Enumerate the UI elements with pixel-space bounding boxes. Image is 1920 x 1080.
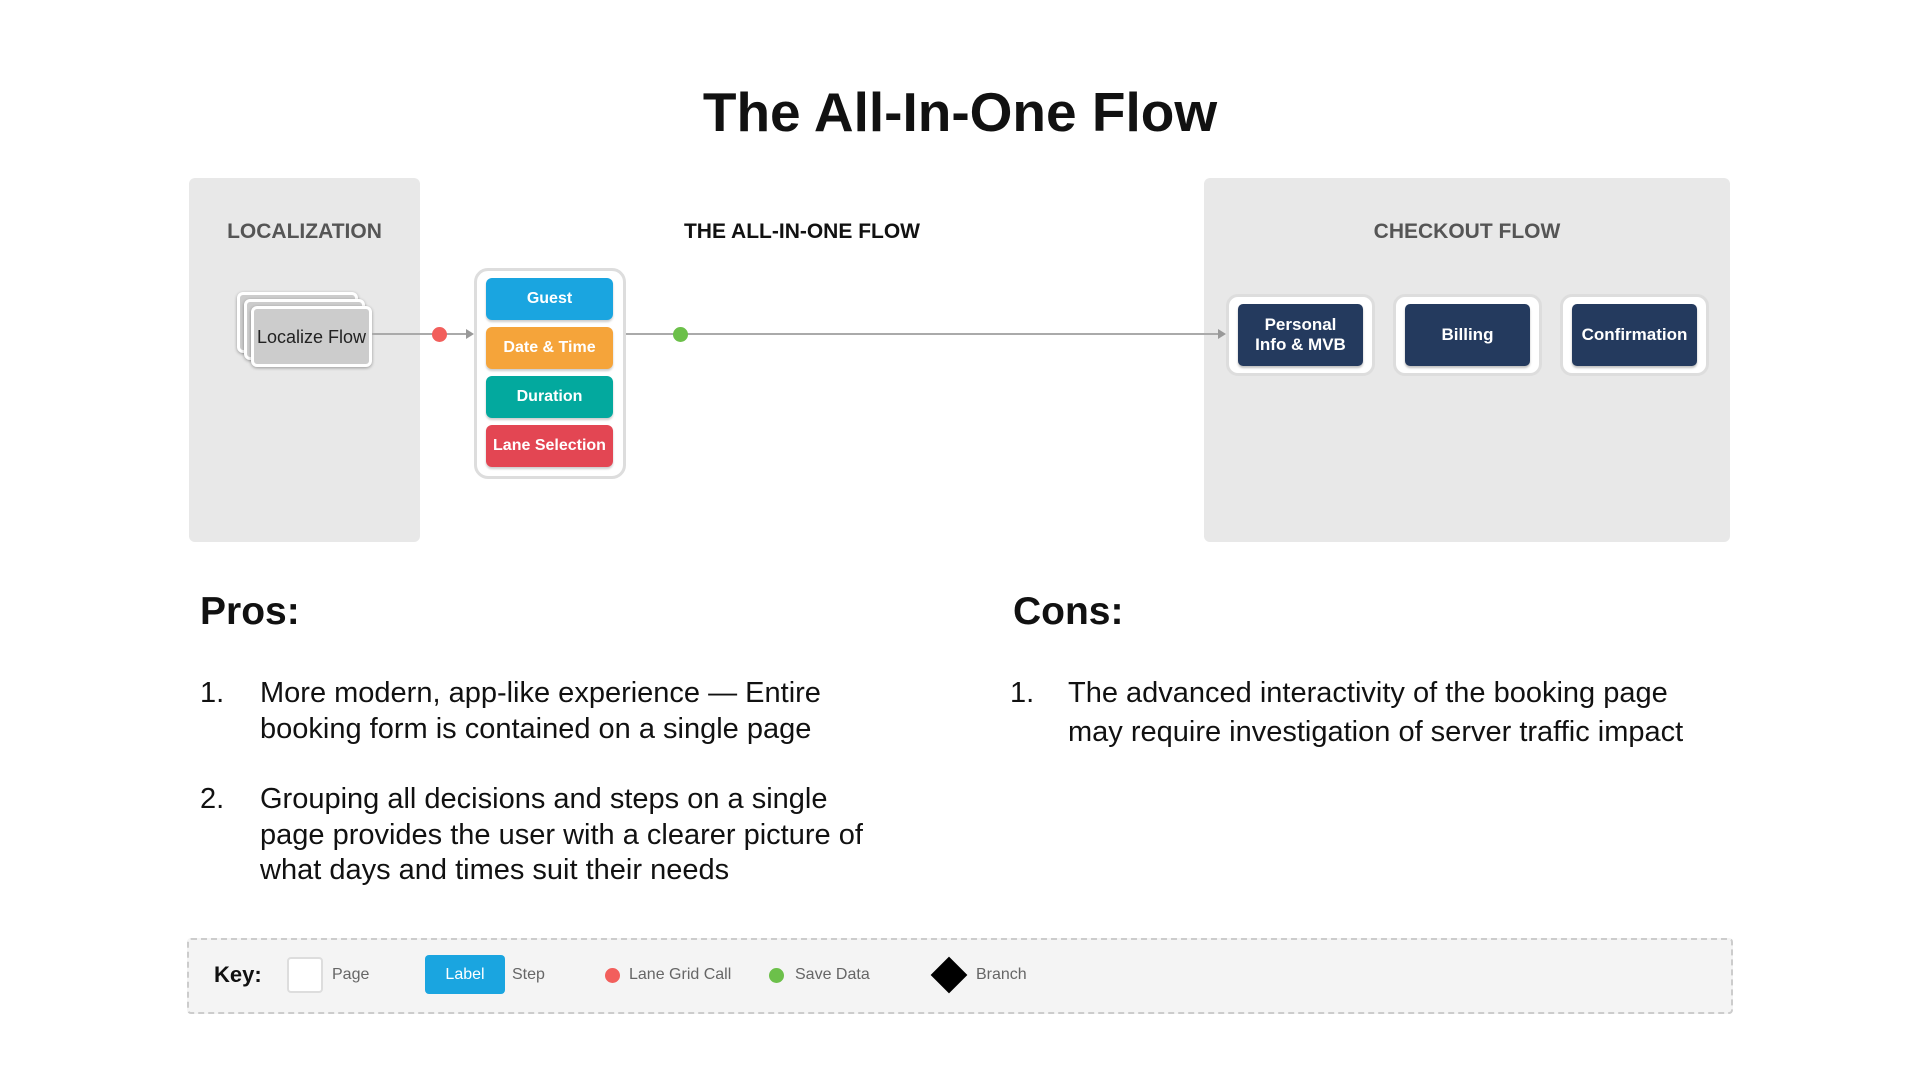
lane-grid-call-key-dot bbox=[605, 968, 620, 983]
all-in-one-label: THE ALL-IN-ONE FLOW bbox=[683, 220, 920, 243]
checkout-page-billing[interactable]: Billing bbox=[1393, 294, 1542, 376]
connector-line bbox=[372, 333, 470, 335]
key-page-text: Page bbox=[332, 966, 370, 983]
pros-number: 1. bbox=[200, 677, 225, 709]
connector-line bbox=[626, 333, 1222, 335]
checkout-page-confirmation[interactable]: Confirmation bbox=[1560, 294, 1709, 376]
arrow-icon bbox=[1218, 329, 1226, 339]
checkout-page-personal-info[interactable]: Personal Info & MVB bbox=[1226, 294, 1375, 376]
save-data-dot bbox=[673, 327, 688, 342]
step-duration[interactable]: Duration bbox=[486, 376, 613, 418]
step-key-swatch: Label bbox=[425, 955, 505, 994]
pros-item: More modern, app-like experience — Entir… bbox=[260, 677, 821, 745]
localization-label: LOCALIZATION bbox=[227, 220, 382, 243]
key-label: Key: bbox=[214, 962, 262, 987]
cons-item: The advanced interactivity of the bookin… bbox=[1068, 677, 1684, 748]
pros-heading: Pros: bbox=[200, 590, 300, 633]
localize-flow-page[interactable]: Localize Flow bbox=[251, 306, 372, 367]
lane-grid-call-dot bbox=[432, 327, 447, 342]
cons-heading: Cons: bbox=[1013, 590, 1124, 633]
key-save-data-text: Save Data bbox=[795, 966, 870, 983]
key-lane-grid-call-text: Lane Grid Call bbox=[629, 966, 732, 983]
personal-info-step: Personal Info & MVB bbox=[1238, 304, 1363, 366]
step-date-time[interactable]: Date & Time bbox=[486, 327, 613, 369]
cons-number: 1. bbox=[1010, 677, 1035, 709]
pros-number: 2. bbox=[200, 783, 225, 815]
step-guest[interactable]: Guest bbox=[486, 278, 613, 320]
key-branch-text: Branch bbox=[976, 966, 1027, 983]
step-lane-selection[interactable]: Lane Selection bbox=[486, 425, 613, 467]
page-title: The All-In-One Flow bbox=[702, 81, 1218, 143]
page-key-swatch bbox=[287, 957, 323, 993]
key-step-text: Step bbox=[512, 966, 545, 983]
save-data-key-dot bbox=[769, 968, 784, 983]
confirmation-step: Confirmation bbox=[1572, 304, 1697, 366]
billing-step: Billing bbox=[1405, 304, 1530, 366]
arrow-icon bbox=[466, 329, 474, 339]
checkout-label: CHECKOUT FLOW bbox=[1373, 220, 1561, 243]
pros-item: Grouping all decisions and steps on a si… bbox=[260, 783, 863, 886]
